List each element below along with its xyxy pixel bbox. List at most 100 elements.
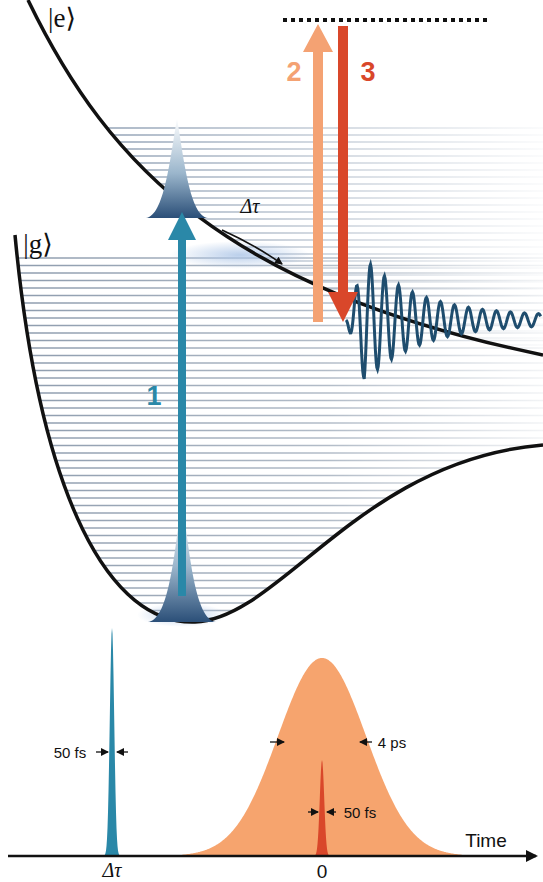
callout-number: 3 bbox=[360, 59, 375, 86]
vibrational-level bbox=[0, 602, 543, 603]
vibrational-level bbox=[0, 415, 543, 416]
short-pulse bbox=[98, 628, 126, 856]
vibrational-level bbox=[0, 542, 543, 543]
vibrational-level bbox=[0, 155, 543, 156]
vibrational-level bbox=[0, 407, 543, 408]
vibrational-level bbox=[0, 482, 543, 483]
vibrational-level bbox=[0, 295, 543, 296]
vibrational-level bbox=[0, 337, 543, 338]
vibrational-level bbox=[0, 565, 543, 566]
vibrational-level bbox=[0, 490, 543, 491]
vibrational-level bbox=[0, 400, 543, 401]
vibrational-level bbox=[0, 355, 543, 356]
vibrational-level bbox=[0, 535, 543, 536]
probe-arrow bbox=[328, 26, 358, 322]
vibrational-level bbox=[0, 317, 543, 318]
vibrational-level bbox=[0, 211, 543, 212]
width-marker bbox=[270, 741, 284, 742]
pump-arrow bbox=[168, 212, 196, 596]
pulse-width: 50 fs bbox=[53, 745, 88, 760]
vibrational-level bbox=[0, 437, 543, 438]
vibrational-level bbox=[0, 572, 543, 573]
vibrational-level bbox=[0, 610, 543, 611]
vibrational-level bbox=[0, 362, 543, 363]
vibrational-level bbox=[0, 218, 543, 219]
vibrational-level bbox=[0, 617, 543, 618]
pulse-width: 50 fs bbox=[343, 805, 378, 820]
vibrational-level bbox=[0, 295, 543, 296]
vibrational-level bbox=[0, 309, 543, 310]
vibrational-level bbox=[0, 323, 543, 324]
state-label: |g⟩ bbox=[23, 231, 52, 258]
vibrational-level bbox=[0, 422, 543, 423]
vibrational-level bbox=[0, 557, 543, 558]
vibrational-level bbox=[0, 176, 543, 177]
short-pulse bbox=[308, 760, 336, 856]
vibrational-level bbox=[0, 512, 543, 513]
vibrational-level bbox=[0, 169, 543, 170]
vibrational-level bbox=[0, 239, 543, 240]
width-marker bbox=[308, 811, 318, 812]
state-label: |e⟩ bbox=[48, 5, 76, 32]
vibrational-level bbox=[0, 520, 543, 521]
vibrational-level bbox=[0, 392, 543, 393]
callout-number: 2 bbox=[286, 59, 301, 86]
callout-number: 1 bbox=[146, 383, 161, 410]
vibrational-level bbox=[0, 134, 543, 135]
vibrational-level bbox=[0, 225, 543, 226]
vibrational-level bbox=[0, 274, 543, 275]
delay-arrow bbox=[222, 230, 282, 264]
vibrational-level bbox=[0, 190, 543, 191]
ground-levels bbox=[0, 258, 543, 618]
virtual-level bbox=[283, 18, 488, 22]
vibrational-level bbox=[0, 302, 543, 303]
vibrational-level bbox=[0, 340, 543, 341]
vibrational-level bbox=[0, 232, 543, 233]
ground-potential bbox=[15, 235, 543, 622]
vibrational-level bbox=[0, 370, 543, 371]
vibrational-level bbox=[0, 347, 543, 348]
vibrational-level bbox=[0, 162, 543, 163]
axis-tick: 0 bbox=[317, 861, 328, 880]
vibrational-level bbox=[0, 302, 543, 303]
vibrational-level bbox=[0, 197, 543, 198]
long-pulse bbox=[182, 658, 462, 856]
vibrational-level bbox=[0, 377, 543, 378]
width-marker bbox=[327, 811, 336, 812]
vibrational-level bbox=[0, 141, 543, 142]
width-marker bbox=[117, 751, 128, 752]
vibrational-level bbox=[0, 272, 543, 273]
axis-title: Time bbox=[465, 831, 507, 850]
vibrational-level bbox=[0, 316, 543, 317]
vibrational-level bbox=[0, 280, 543, 281]
vibrational-level bbox=[0, 430, 543, 431]
vibrational-level bbox=[0, 204, 543, 205]
vibrational-level bbox=[0, 148, 543, 149]
vibrational-level bbox=[0, 183, 543, 184]
vibrational-level bbox=[0, 550, 543, 551]
time-axis bbox=[8, 855, 536, 858]
vibrational-level bbox=[0, 497, 543, 498]
vibrational-level bbox=[0, 505, 543, 506]
emission-oscillation bbox=[346, 265, 541, 379]
vibrational-level bbox=[0, 127, 543, 128]
vibrational-level bbox=[0, 287, 543, 288]
vibrational-level bbox=[0, 595, 543, 596]
vibrational-level bbox=[0, 310, 543, 311]
vibrational-level bbox=[0, 467, 543, 468]
vibrational-level bbox=[0, 281, 543, 282]
width-marker bbox=[96, 751, 108, 752]
vibrational-level bbox=[0, 452, 543, 453]
vibrational-level bbox=[0, 344, 543, 345]
vibrational-level bbox=[0, 475, 543, 476]
pulse-width: 4 ps bbox=[377, 735, 407, 750]
vibrational-level bbox=[0, 445, 543, 446]
excited-wavepacket bbox=[146, 118, 208, 218]
stokes-arrow bbox=[303, 24, 333, 322]
axis-tick: Δτ bbox=[103, 860, 122, 880]
delay-label: Δτ bbox=[241, 196, 260, 216]
vibrational-level bbox=[0, 580, 543, 581]
vibrational-level bbox=[0, 385, 543, 386]
vibrational-level bbox=[0, 288, 543, 289]
